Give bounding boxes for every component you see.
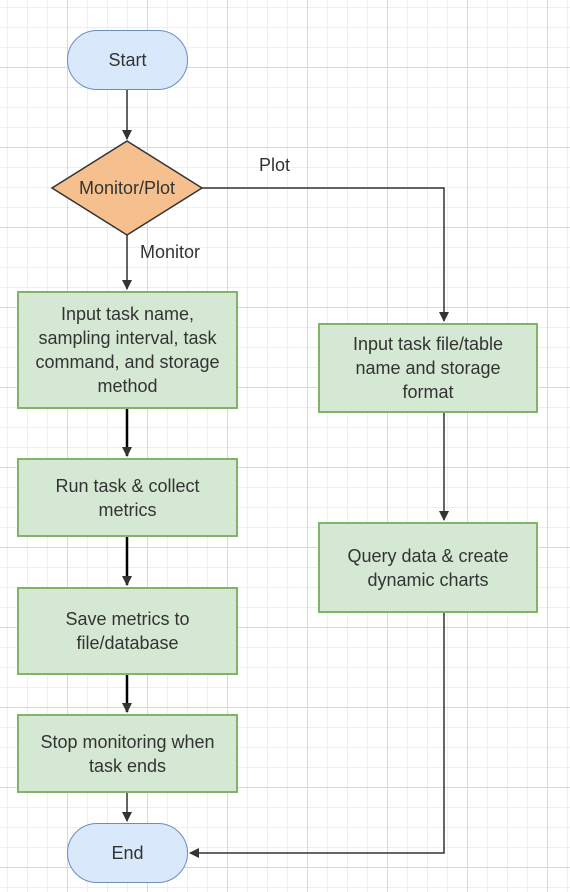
query-data-label: Query data & create dynamic charts (347, 545, 509, 590)
end-label: End (111, 843, 144, 863)
edge-label-monitor: Monitor (140, 242, 201, 262)
run-task-label: Run task & collect metrics (55, 475, 200, 520)
stop-monitoring-label: Stop monitoring when task ends (40, 731, 215, 776)
decision-label: Monitor/Plot (78, 178, 176, 198)
save-metrics-label: Save metrics to file/database (65, 609, 190, 653)
edge-query-to-end (189, 613, 445, 858)
input-task-label: Input task name, sampling interval, task… (35, 304, 220, 396)
stop-monitoring-node: Stop monitoring when task ends (17, 714, 238, 793)
query-data-node: Query data & create dynamic charts (318, 522, 538, 613)
start-node: Start (67, 30, 188, 90)
start-label: Start (108, 50, 147, 70)
edge-label-plot: Plot (259, 155, 291, 175)
input-task-node: Input task name, sampling interval, task… (17, 291, 238, 409)
run-task-node: Run task & collect metrics (17, 458, 238, 537)
save-metrics-node: Save metrics to file/database (17, 587, 238, 675)
edge-plot (202, 187, 449, 322)
input-file-node: Input task file/table name and storage f… (318, 323, 538, 413)
input-file-label: Input task file/table name and storage f… (352, 334, 504, 402)
end-node: End (67, 823, 188, 883)
